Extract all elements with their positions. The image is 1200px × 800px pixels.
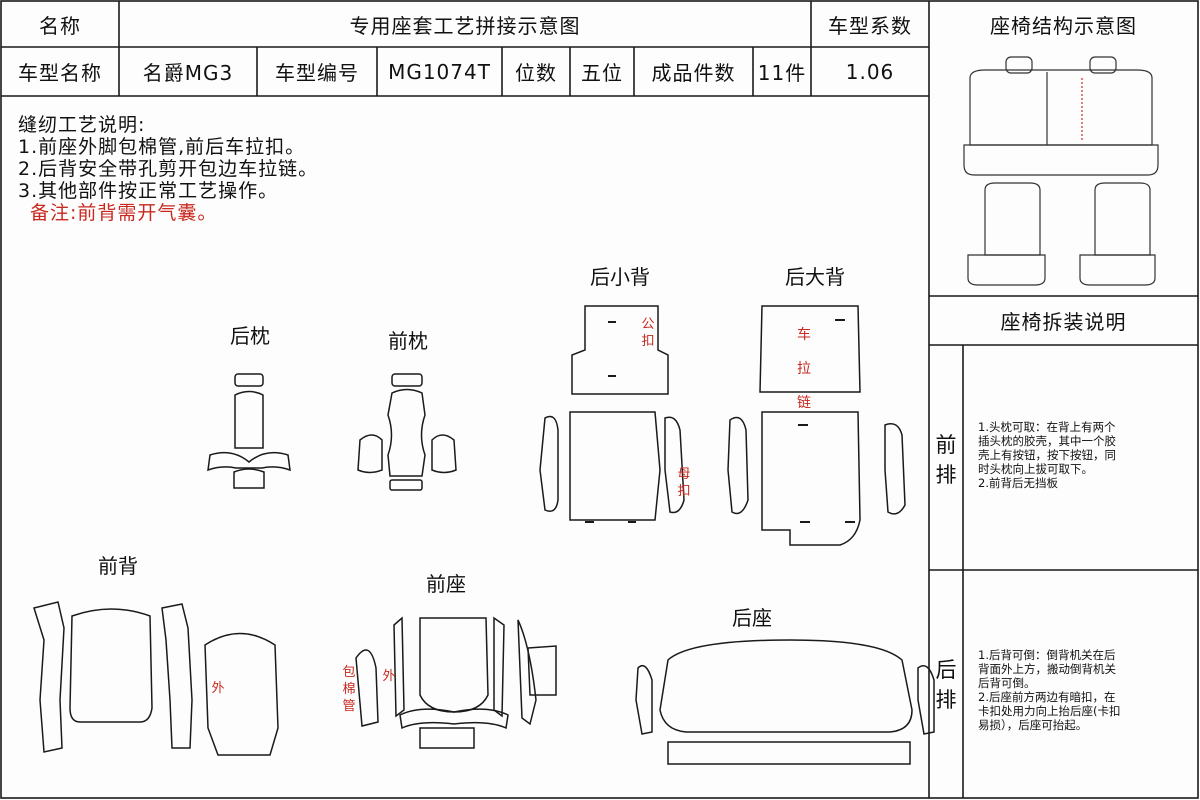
sewing-item: 1.前座外脚包棉管,前后车拉扣。	[18, 136, 306, 158]
rear-row-line: 后背可倒。	[978, 676, 1036, 690]
front-row-line: 2.前背后无挡板	[978, 476, 1058, 490]
coef-label: 车型系数	[828, 13, 912, 38]
name-label: 名称	[39, 13, 81, 38]
sewing-remark: 备注:前背需开气囊。	[30, 202, 218, 224]
section-rear-headrest: 后枕	[230, 324, 270, 348]
label-female-buckle: 母扣	[677, 467, 691, 499]
section-front-headrest: 前枕	[388, 329, 428, 353]
pieces-value: 11件	[757, 61, 807, 85]
notch-marks	[585, 319, 855, 523]
model-code-label: 车型编号	[275, 61, 359, 85]
front-row-line: 时头枕向上拔可取下。	[978, 462, 1093, 476]
section-front-seat: 前座	[426, 572, 466, 596]
section-rear-small-back: 后小背	[590, 265, 650, 289]
sewing-title: 缝纫工艺说明:	[18, 114, 146, 136]
rear-row-line: 卡扣处用力向上抬后座(卡扣	[978, 704, 1121, 718]
front-row-line: 壳上有按钮，按下按钮，同	[978, 448, 1116, 462]
sewing-notes: 缝纫工艺说明: 1.前座外脚包棉管,前后车拉扣。 2.后背安全带孔剪开包边车拉链…	[18, 114, 318, 224]
label-cotton-tube: 包棉管	[342, 665, 356, 714]
seat-structure-diagram	[963, 56, 1159, 286]
label-male-buckle: 公扣	[641, 317, 655, 349]
front-row-instructions: 1.头枕可取：在背上有两个 插头枕的胶壳，其中一个胶 壳上有按钮，按下按钮，同 …	[978, 420, 1190, 490]
seats-label: 位数	[515, 61, 557, 85]
rear-row-line: 2.后座前方两边有暗扣，在	[978, 690, 1116, 704]
model-code-value: MG1074T	[388, 59, 491, 84]
structure-title: 座椅结构示意图	[990, 13, 1137, 38]
coefficient-value: 1.06	[845, 59, 895, 84]
rear-row-line: 背面外上方，搬动倒背机关	[978, 662, 1116, 676]
model-name-value: 名爵MG3	[142, 61, 234, 85]
seats-value: 五位	[581, 61, 623, 85]
section-rear-seat: 后座	[732, 606, 772, 630]
sewing-item: 2.后背安全带孔剪开包边车拉链。	[18, 158, 319, 180]
sewing-item: 3.其他部件按正常工艺操作。	[18, 180, 279, 202]
rear-row-instructions: 1.后背可倒：倒背机关在后 背面外上方，搬动倒背机关 后背可倒。 2.后座前方两…	[978, 648, 1190, 732]
section-rear-big-back: 后大背	[785, 265, 845, 289]
rear-row-line: 1.后背可倒：倒背机关在后	[978, 648, 1116, 662]
page-title: 专用座套工艺拼接示意图	[349, 13, 581, 38]
front-row-line: 插头枕的胶壳，其中一个胶	[978, 434, 1116, 448]
rear-row-label: 后排	[935, 658, 957, 712]
label-outer-seat: 外	[382, 669, 396, 684]
pieces-label: 成品件数	[651, 61, 736, 85]
front-row-label: 前排	[935, 433, 957, 487]
install-title: 座椅拆装说明	[1000, 310, 1127, 334]
rear-row-line: 易损），后座可抬起。	[978, 718, 1088, 732]
pattern-pieces	[33, 305, 935, 765]
front-row-line: 1.头枕可取：在背上有两个	[978, 420, 1116, 434]
label-outer-back: 外	[211, 681, 225, 696]
model-name-label: 车型名称	[18, 61, 102, 85]
section-front-back: 前背	[98, 554, 138, 578]
label-zipper: 车拉链	[797, 327, 811, 411]
